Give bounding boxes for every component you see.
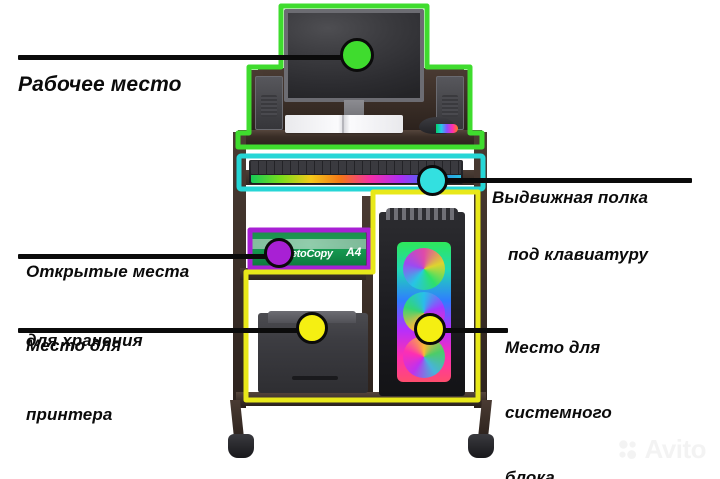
caster-left — [228, 434, 254, 458]
leader-line-keyboard-shelf — [430, 178, 692, 183]
callout-open-storage-line-1: Открытые места — [26, 262, 190, 282]
callout-keyboard-shelf-line-1: Выдвижная полка — [492, 188, 649, 208]
purple-dot-marker — [264, 238, 294, 268]
paper-shelf — [240, 268, 366, 280]
mouse-rgb-strip — [436, 124, 458, 133]
yellow-dot-marker-printer — [296, 312, 328, 344]
leader-line-system-unit — [440, 328, 508, 333]
callout-workspace: Рабочее место — [18, 26, 182, 144]
callout-keyboard-shelf-line-2: под клавиатуру — [507, 245, 649, 265]
yellow-dot-marker-system-unit — [414, 313, 446, 345]
system-unit-fan-1 — [403, 248, 445, 290]
callout-open-storage: Открытые места для хранения — [26, 224, 189, 388]
frame-post-left — [233, 132, 246, 408]
callout-system-unit: Место для системного блока — [505, 300, 612, 479]
open-book — [285, 115, 403, 133]
avito-logo-icon — [619, 439, 637, 459]
callout-open-storage-line-2: для хранения — [26, 331, 143, 351]
frame-post-right — [474, 132, 487, 408]
cyan-dot-marker — [417, 165, 448, 196]
leader-line-workspace — [18, 55, 348, 60]
speaker-left-driver — [261, 95, 277, 117]
callout-workspace-line-1: Рабочее место — [18, 73, 182, 97]
leader-line-open-storage — [18, 254, 276, 259]
caster-right — [468, 434, 494, 458]
callout-system-unit-line-1: Место для — [505, 338, 601, 358]
printer-paper-slot — [292, 376, 338, 380]
callout-printer-line-1: Место для — [26, 336, 122, 356]
leader-line-printer — [18, 328, 312, 333]
callout-system-unit-line-3: блока — [505, 468, 555, 479]
speaker-right-driver — [442, 95, 458, 117]
paper-package-format-label: A4 — [346, 245, 362, 259]
callout-keyboard-shelf: Выдвижная полка под клавиатуру — [492, 150, 648, 302]
avito-watermark: Avito — [617, 434, 706, 465]
book-spine — [342, 115, 344, 133]
callout-printer: Место для принтера — [26, 298, 121, 462]
callout-printer-line-2: принтера — [26, 405, 113, 425]
green-dot-marker — [340, 38, 374, 72]
avito-watermark-text: Avito — [644, 434, 706, 464]
callout-system-unit-line-2: системного — [505, 403, 612, 423]
system-unit-top-vents — [386, 208, 458, 220]
